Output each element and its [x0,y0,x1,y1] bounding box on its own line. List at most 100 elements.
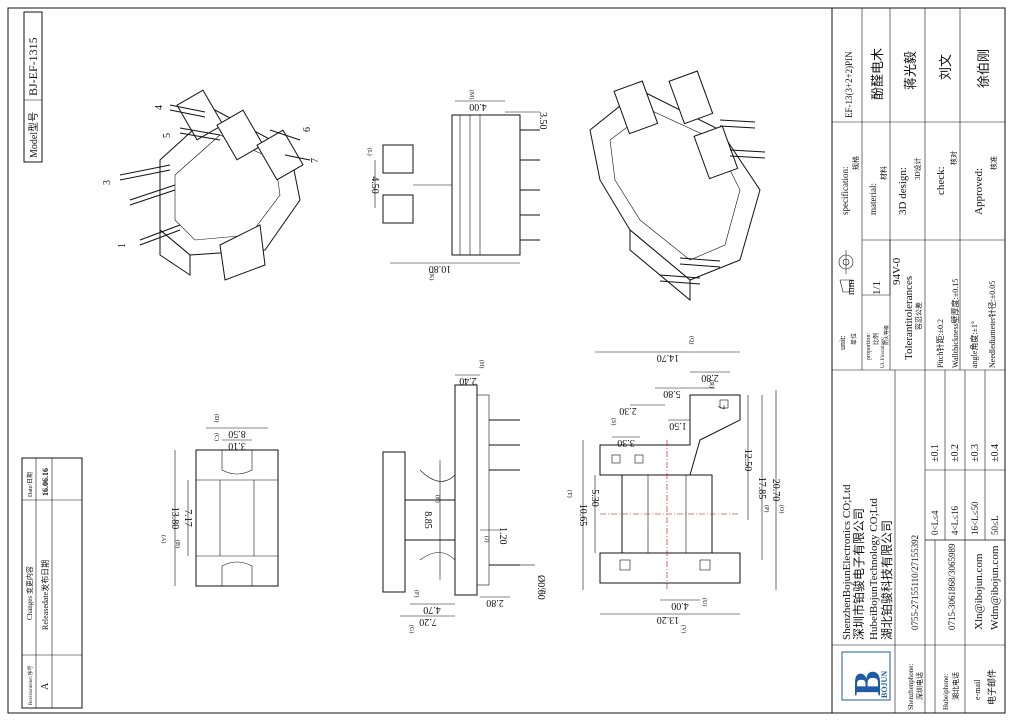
front-dim-3-10: 3.10 [228,440,246,451]
design-value: 蒋光毅 [903,51,918,90]
mid-dim-code-i: (I) [540,588,547,594]
approved-value: 徐伯刚 [976,49,991,88]
front-dim-8-50: 8.50 [228,428,246,439]
ul-cn: 防火等级 [883,325,890,345]
top-dim-code-u: (U) [701,598,708,606]
mid-dim-code-h: (H) [478,360,485,368]
front-dim-code-d: (D) [213,414,220,422]
changes-row-change: Releasedate发布日期 [40,560,50,630]
top-dim-12-50: 12.50 [742,449,753,472]
proportion-cn: 比例 [872,333,880,345]
top-dim-code-s: (S) [610,418,617,425]
side-dim-10-80: 10.80 [429,263,452,274]
tol-needle: Needlediameter针径:±0.05 [987,281,997,368]
design-label: 3D design: [897,167,909,215]
tol-row-2-tol: ±0.2 [950,444,961,462]
top-dim-5-80: 5.80 [663,388,681,399]
top-dim-13-20: 13.20 [657,614,680,625]
top-dim-3-30: 3.30 [617,437,635,448]
top-dim-code-t: (T) [566,490,573,498]
top-dim-1-50: 1.50 [669,420,687,431]
spec-cn: 规格 [851,156,860,170]
proportion-value: 1/1 [871,281,883,295]
iso-pin-5: 5 [162,133,173,138]
tol-wall: Wallthickness壁厚度:±0.15 [950,279,960,368]
side-view: 4.00 (M) 3.50 4.50 (L) 10.80 (K) [366,90,548,280]
front-view: 8.50 (D) 3.10 (C) 13.80 (A) 7.17 (B) [160,414,279,587]
ul-label: UL Fireratings: [881,337,886,368]
tol-title: Tolerantitolerances [903,276,915,360]
company-cn-1: 深圳市铂骏电子有限公司 [851,508,866,640]
changes-header-revision: Revisionletter/序号 [27,666,34,705]
bojun-logo: B BOJUN [841,651,891,701]
email-label: e-mail [973,679,982,700]
model-label: Model型号 [27,112,40,158]
mid-dim-code-e: (E) [434,495,441,503]
iso-pin-7: 7 [310,158,321,163]
check-value: 刘文 [938,54,953,80]
top-pin-label: 7 [716,405,726,410]
email-cn: 电子邮件 [986,669,997,705]
design-cn: 3D设计 [913,157,922,180]
hb-phone-label: Hubeiphone: [942,674,950,710]
mid-dim-code-g: (G) [408,625,415,633]
iso-view-left: 1 3 4 5 6 7 [102,89,321,281]
tol-cn: 容忍公差 [914,302,923,330]
tol-angle: angle角度:±1° [969,321,979,368]
side-dim-code-k: (K) [428,272,435,280]
side-dim-code-l: (L) [366,148,373,156]
top-view: 7 14.70 (Q) 2.80 5.80 (R) 2.30 1.50 3.30… [566,336,785,633]
changes-header-changes: Changes 变更内容 [25,566,34,620]
model-value: BJ-EF-1315 [26,37,40,96]
tol-row-1-tol: ±0.1 [930,444,941,462]
side-dim-code-m: (M) [468,90,475,99]
tol-pitch: Pitch针距:±0.2 [935,319,945,368]
top-dim-20-70: 20.70 [770,479,781,502]
top-dim-14-70: 14.70 [657,352,680,363]
top-dim-code-p: (P) [763,505,770,512]
material-cn: 材料 [879,166,888,180]
unit-cn: 单位 [850,333,858,345]
mid-dim-4-70: 4.70 [423,604,441,615]
bojun-logo-mark: B [847,671,889,696]
top-dim-2-80: 2.80 [701,372,719,383]
proportion-label: proportion: [866,333,872,360]
mid-dim-1-20: 1.20 [497,527,508,545]
side-dim-3-50: 3.50 [537,112,548,130]
front-dim-13-80: 13.80 [169,507,180,530]
sz-phone-label: Shenzhenphone: [907,664,915,710]
top-dim-code-o: (O) [778,505,785,513]
unit-label: unit: [838,335,847,350]
check-cn: 核对 [949,151,958,165]
iso-pin-4: 4 [154,105,165,110]
email-2: Wdm@ibojun.com [989,545,1001,630]
iso-pin-1: 1 [117,243,128,248]
front-dim-code-b: (B) [174,540,181,548]
changes-header-date: Date/日期 [26,472,34,497]
changes-table: Revisionletter/序号 Changes 变更内容 Date/日期 A… [21,457,83,709]
ul-value: 94V-0 [891,257,903,285]
approved-label: Approved: [973,168,985,215]
mid-side-view: 2.40 (H) 8.85 (E) 1.20 (J) 2.80 Ø0.60 (I… [382,360,547,633]
side-dim-4-00: 4.00 [469,101,487,112]
material-value: 酚醛电木 [870,48,885,100]
mid-dim-8-85: 8.85 [422,511,433,529]
tol-row-1-range: 0<L≤4 [930,510,940,535]
front-dim-code-c: (C) [213,433,220,441]
model-box: Model型号 BJ-EF-1315 [23,11,43,163]
mid-dim-pin-dia: Ø0.60 [535,575,546,600]
hb-phone-cn: 湖北电话 [951,672,960,700]
company-en-2: HubeiBojunTechnology CO;Ltd [868,498,880,640]
top-dim-code-r: (R) [708,380,715,388]
mid-dim-2-40: 2.40 [459,375,477,386]
mid-dim-code-j: (J) [483,536,490,542]
front-dim-code-a: (A) [160,535,167,543]
side-dim-4-50: 4.50 [369,176,380,194]
mid-dim-2-80: 2.80 [486,597,504,608]
tol-row-4-range: 50≤L [990,516,1000,535]
unit-value: mm [846,279,857,295]
company-en-1: ShenzhenBojunElectronics CO;Ltd [841,484,853,640]
spec-label: specification: [840,167,850,215]
material-label: material: [868,183,878,215]
sz-phone: 0755-27155110/27155392 [910,535,920,630]
